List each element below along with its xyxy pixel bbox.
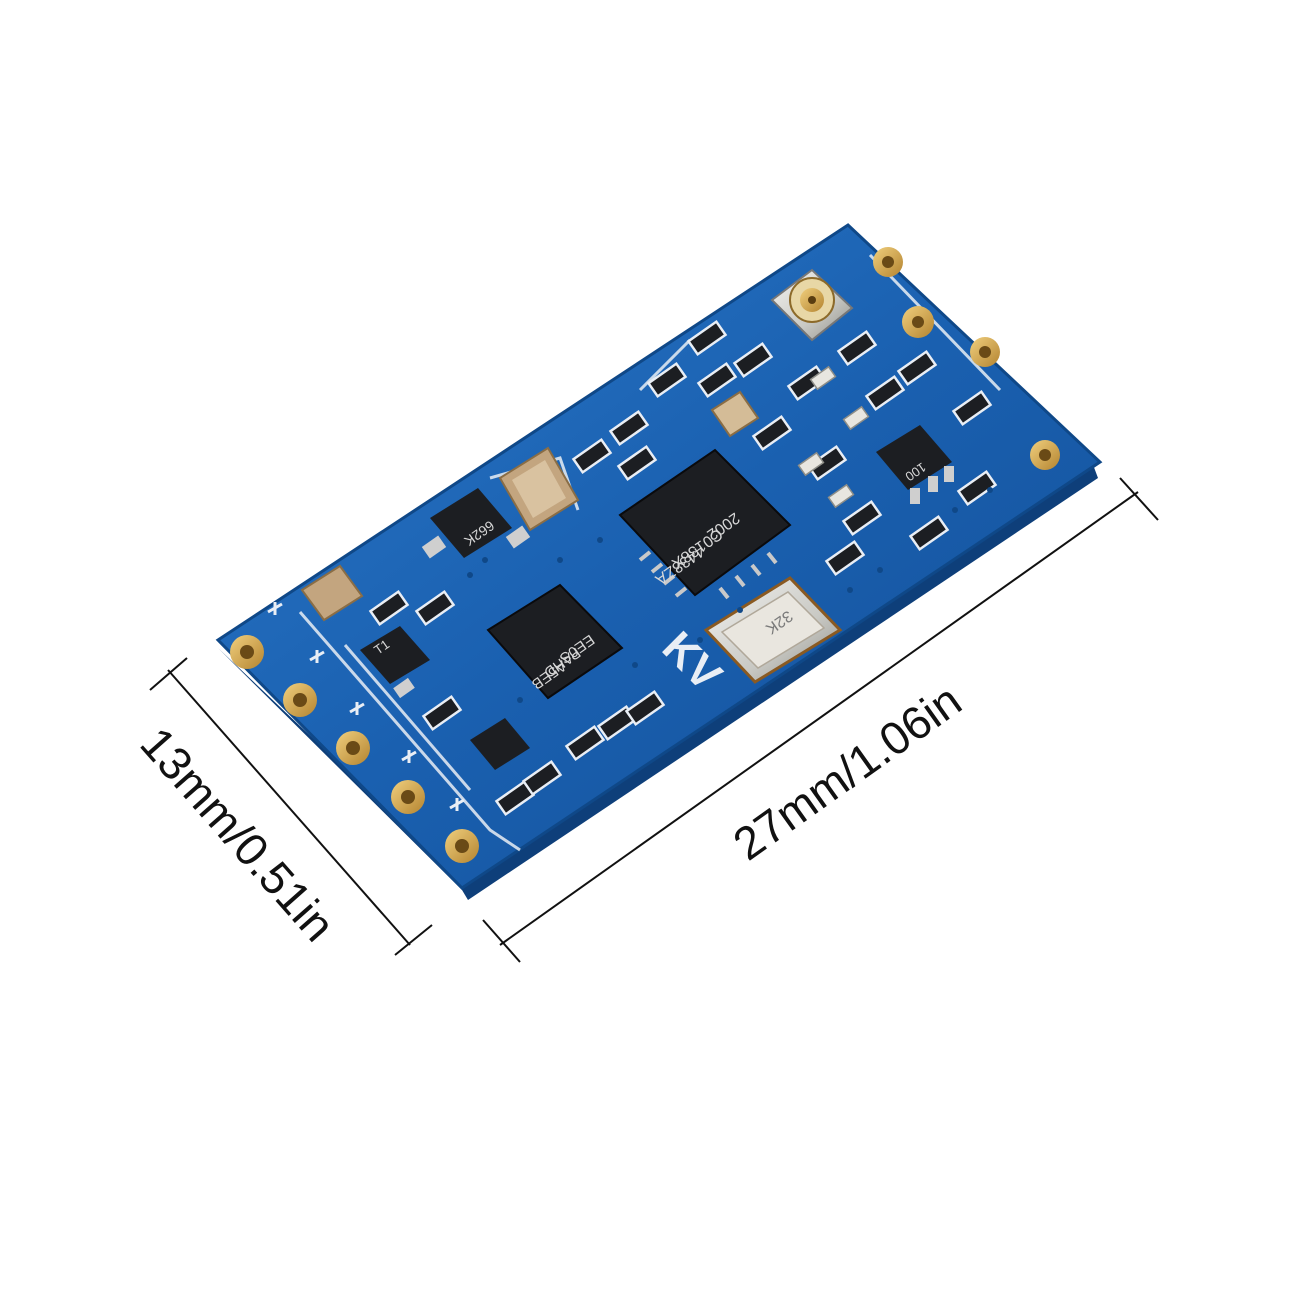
pcb-module: 4438ZA C0138X 2002 A5EB PAHD EE0S 32K xyxy=(215,223,1103,900)
crystal-oscillator: 32K xyxy=(703,576,843,684)
transistor-small xyxy=(470,718,530,770)
capacitor-medium xyxy=(300,564,364,622)
silkscreen-plus-marks xyxy=(267,602,465,811)
transistor-100: 100 xyxy=(876,425,954,504)
pcb-vias xyxy=(467,487,993,703)
dimension-length-lines xyxy=(482,477,1159,963)
edge-pads-left xyxy=(230,635,479,863)
antenna-connector xyxy=(770,268,854,342)
mcu-chip: A5EB PAHD EE0S xyxy=(486,583,624,700)
capacitor-large xyxy=(498,446,580,532)
small-white-components xyxy=(797,365,870,509)
transistor-662k: 662K xyxy=(421,488,531,559)
transistor-t1-marking: T1 xyxy=(371,636,392,657)
smd-components xyxy=(368,319,998,817)
capacitor-small-top xyxy=(710,390,760,438)
transistor-t1: T1 xyxy=(360,626,430,699)
edge-pads-right xyxy=(873,247,1060,470)
main-rf-chip: 4438ZA C0138X 2002 xyxy=(618,448,792,600)
dimension-width-lines xyxy=(149,657,433,956)
